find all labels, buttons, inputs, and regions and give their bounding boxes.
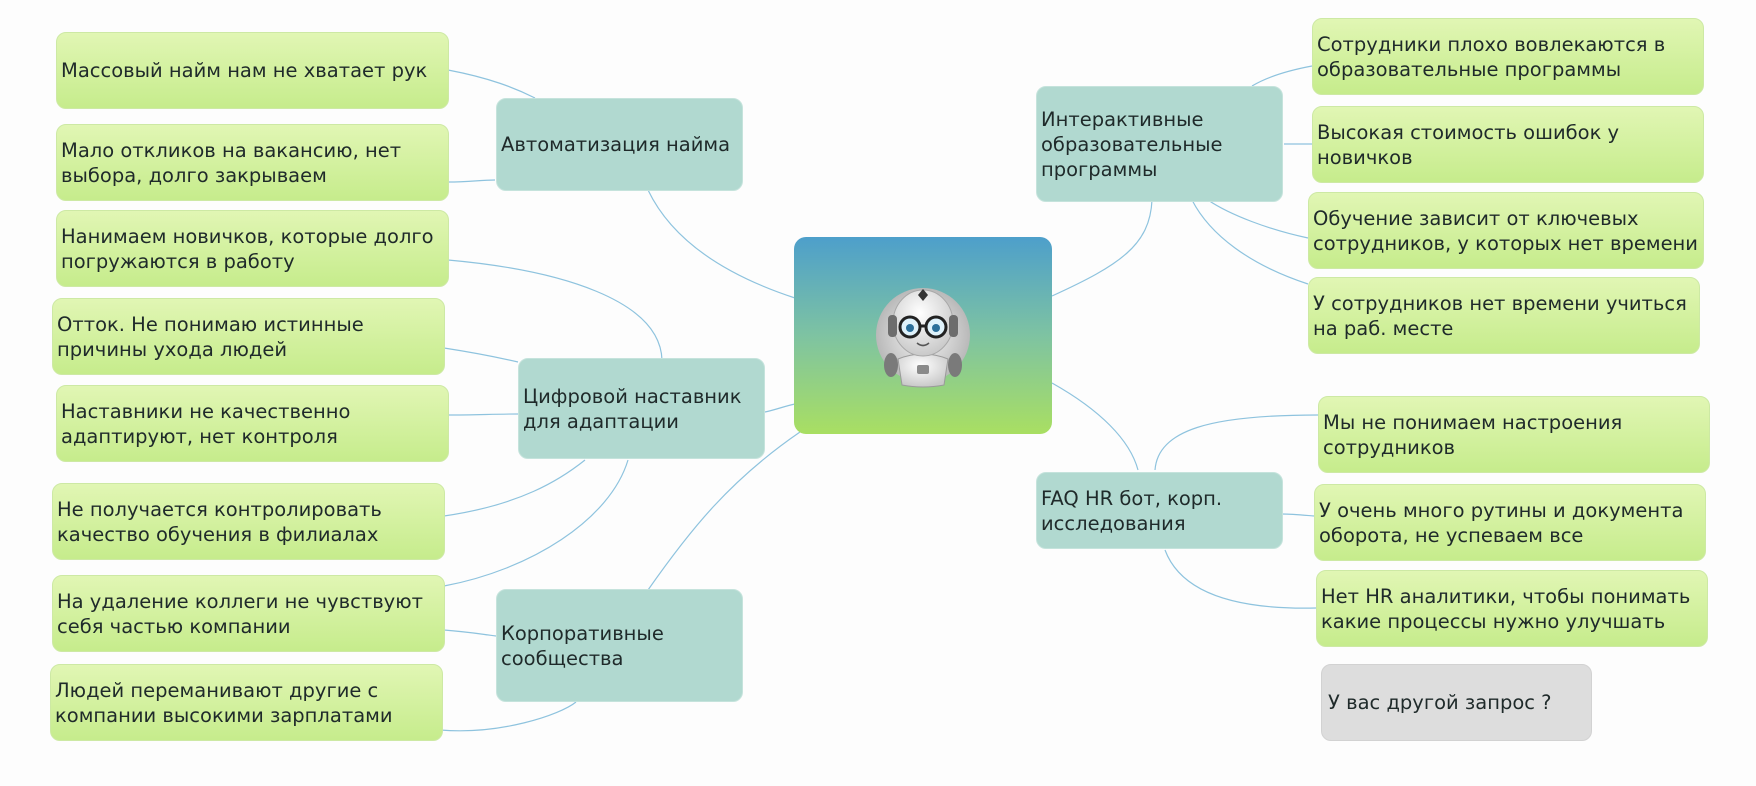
topic-label: FAQ HR бот, корп. исследования bbox=[1041, 486, 1223, 535]
link-community-poach bbox=[439, 701, 577, 732]
link-faq-mood bbox=[1154, 414, 1319, 471]
pain-mass-hiring[interactable]: Массовый найм нам не хватает рук bbox=[56, 32, 449, 109]
pain-label: На удаление коллеги не чувствуют себя ча… bbox=[57, 589, 423, 638]
topic-interactive-education[interactable]: Интерактивные образовательные программы bbox=[1036, 86, 1283, 202]
pain-key-staff[interactable]: Обучение зависит от ключевых сотрудников… bbox=[1308, 192, 1704, 269]
pain-label: Массовый найм нам не хватает рук bbox=[61, 59, 428, 82]
link-mentor-branch bbox=[443, 459, 586, 517]
topic-label: Цифровой наставник для адаптации bbox=[523, 384, 742, 433]
pain-label: Мы не понимаем настроения сотрудников bbox=[1323, 410, 1623, 459]
link-center-hiring bbox=[647, 189, 796, 299]
link-center-community bbox=[647, 431, 801, 591]
pain-label: Наставники не качественно адаптируют, не… bbox=[61, 399, 351, 448]
pain-label: Сотрудники плохо вовлекаются в образоват… bbox=[1317, 32, 1666, 81]
pain-churn[interactable]: Отток. Не понимаю истинные причины ухода… bbox=[52, 298, 445, 375]
pain-routine[interactable]: У очень много рутины и документа оборота… bbox=[1314, 484, 1706, 561]
pain-label: Нет HR аналитики, чтобы понимать какие п… bbox=[1321, 584, 1691, 633]
link-center-education bbox=[1051, 199, 1153, 297]
pain-no-time[interactable]: У сотрудников нет времени учиться на раб… bbox=[1308, 277, 1700, 354]
pain-employee-mood[interactable]: Мы не понимаем настроения сотрудников bbox=[1318, 396, 1710, 473]
pain-label: Людей переманивают другие с компании выс… bbox=[55, 678, 393, 727]
topic-label: Автоматизация найма bbox=[501, 133, 731, 156]
link-faq-routine bbox=[1281, 513, 1315, 517]
pain-label: Нанимаем новичков, которые долго погружа… bbox=[61, 224, 434, 273]
pain-low-engagement[interactable]: Сотрудники плохо вовлекаются в образоват… bbox=[1312, 18, 1704, 95]
topic-hiring-automation[interactable]: Автоматизация найма bbox=[496, 98, 743, 191]
topic-label: Корпоративные сообщества bbox=[501, 621, 664, 670]
link-community-remote bbox=[443, 629, 497, 637]
pain-label: У сотрудников нет времени учиться на раб… bbox=[1313, 291, 1687, 340]
link-center-faq bbox=[1051, 382, 1139, 471]
pain-slow-onboarding[interactable]: Нанимаем новичков, которые долго погружа… bbox=[56, 210, 449, 287]
pain-newbie-errors[interactable]: Высокая стоимость ошибок у новичков bbox=[1312, 106, 1704, 183]
topic-label: Интерактивные образовательные программы bbox=[1041, 107, 1223, 181]
link-mentor-churn bbox=[443, 347, 519, 363]
pain-no-analytics[interactable]: Нет HR аналитики, чтобы понимать какие п… bbox=[1316, 570, 1708, 647]
pain-label: Отток. Не понимаю истинные причины ухода… bbox=[57, 312, 364, 361]
center-node bbox=[794, 237, 1052, 434]
topic-corporate-communities[interactable]: Корпоративные сообщества bbox=[496, 589, 743, 702]
link-hiring-mass bbox=[447, 69, 536, 99]
link-edu-notime bbox=[1191, 199, 1309, 285]
link-edu-engage bbox=[1251, 65, 1313, 87]
other-request-label: У вас другой запрос ? bbox=[1328, 691, 1552, 714]
pain-label: Мало откликов на вакансию, нет выбора, д… bbox=[61, 138, 402, 187]
pain-label: У очень много рутины и документа оборота… bbox=[1319, 498, 1684, 547]
pain-poaching[interactable]: Людей переманивают другие с компании выс… bbox=[50, 664, 443, 741]
pain-label: Не получается контролировать качество об… bbox=[57, 497, 382, 546]
pain-branch-training[interactable]: Не получается контролировать качество об… bbox=[52, 483, 445, 560]
link-edu-key bbox=[1207, 199, 1309, 239]
link-mentor-remote bbox=[443, 459, 629, 587]
link-mentor-mentors bbox=[447, 413, 519, 416]
topic-digital-mentor[interactable]: Цифровой наставник для адаптации bbox=[518, 358, 765, 459]
topic-faq-hr-bot[interactable]: FAQ HR бот, корп. исследования bbox=[1036, 472, 1283, 549]
pain-mentor-quality[interactable]: Наставники не качественно адаптируют, не… bbox=[56, 385, 449, 462]
pain-label: Обучение зависит от ключевых сотрудников… bbox=[1313, 206, 1698, 255]
pain-remote-belonging[interactable]: На удаление коллеги не чувствуют себя ча… bbox=[52, 575, 445, 652]
pain-few-responses[interactable]: Мало откликов на вакансию, нет выбора, д… bbox=[56, 124, 449, 201]
pain-label: Высокая стоимость ошибок у новичков bbox=[1317, 120, 1620, 169]
link-faq-analytics bbox=[1164, 549, 1317, 609]
link-center-mentor bbox=[764, 403, 796, 413]
other-request-button[interactable]: У вас другой запрос ? bbox=[1321, 664, 1592, 741]
link-mentor-onboard bbox=[447, 259, 663, 361]
robot-mascot-icon bbox=[876, 288, 970, 388]
link-hiring-few bbox=[447, 179, 496, 183]
